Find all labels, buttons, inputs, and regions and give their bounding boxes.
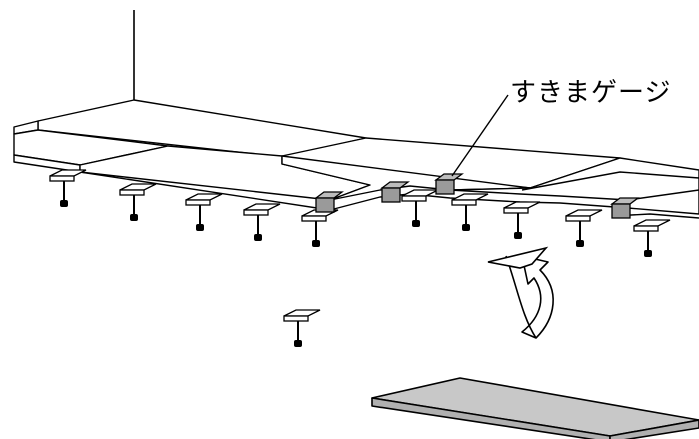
pedestal-icon (401, 189, 439, 227)
curved-arrow-icon (487, 246, 554, 339)
pedestal-icon (451, 193, 489, 231)
pedestal-icon (243, 203, 281, 241)
pedestal-icon (49, 169, 87, 207)
pedestal-icon (565, 209, 603, 247)
pedestal-icon (503, 201, 541, 239)
gap-gauge-label: すきまゲージ (510, 78, 672, 108)
gap-gauge-row (314, 173, 640, 219)
installed-panels-front (79, 145, 699, 215)
callout-leader-line (451, 94, 509, 177)
pedestal-icon (185, 193, 223, 231)
gauge-block-icon (434, 173, 464, 195)
pedestal-icon (119, 183, 157, 221)
gauge-block-icon (314, 191, 344, 213)
gauge-block-icon (610, 197, 640, 219)
panel-left-edge (13, 120, 169, 173)
pedestal-row (49, 169, 671, 257)
gauge-block-icon (380, 181, 410, 203)
pedestal-icon (633, 219, 671, 257)
new-floor-panel (371, 377, 699, 439)
loose-pedestal (283, 309, 321, 347)
pedestal-icon (283, 309, 321, 347)
pedestal-icon (301, 209, 339, 247)
panel-front-3 (449, 157, 699, 201)
